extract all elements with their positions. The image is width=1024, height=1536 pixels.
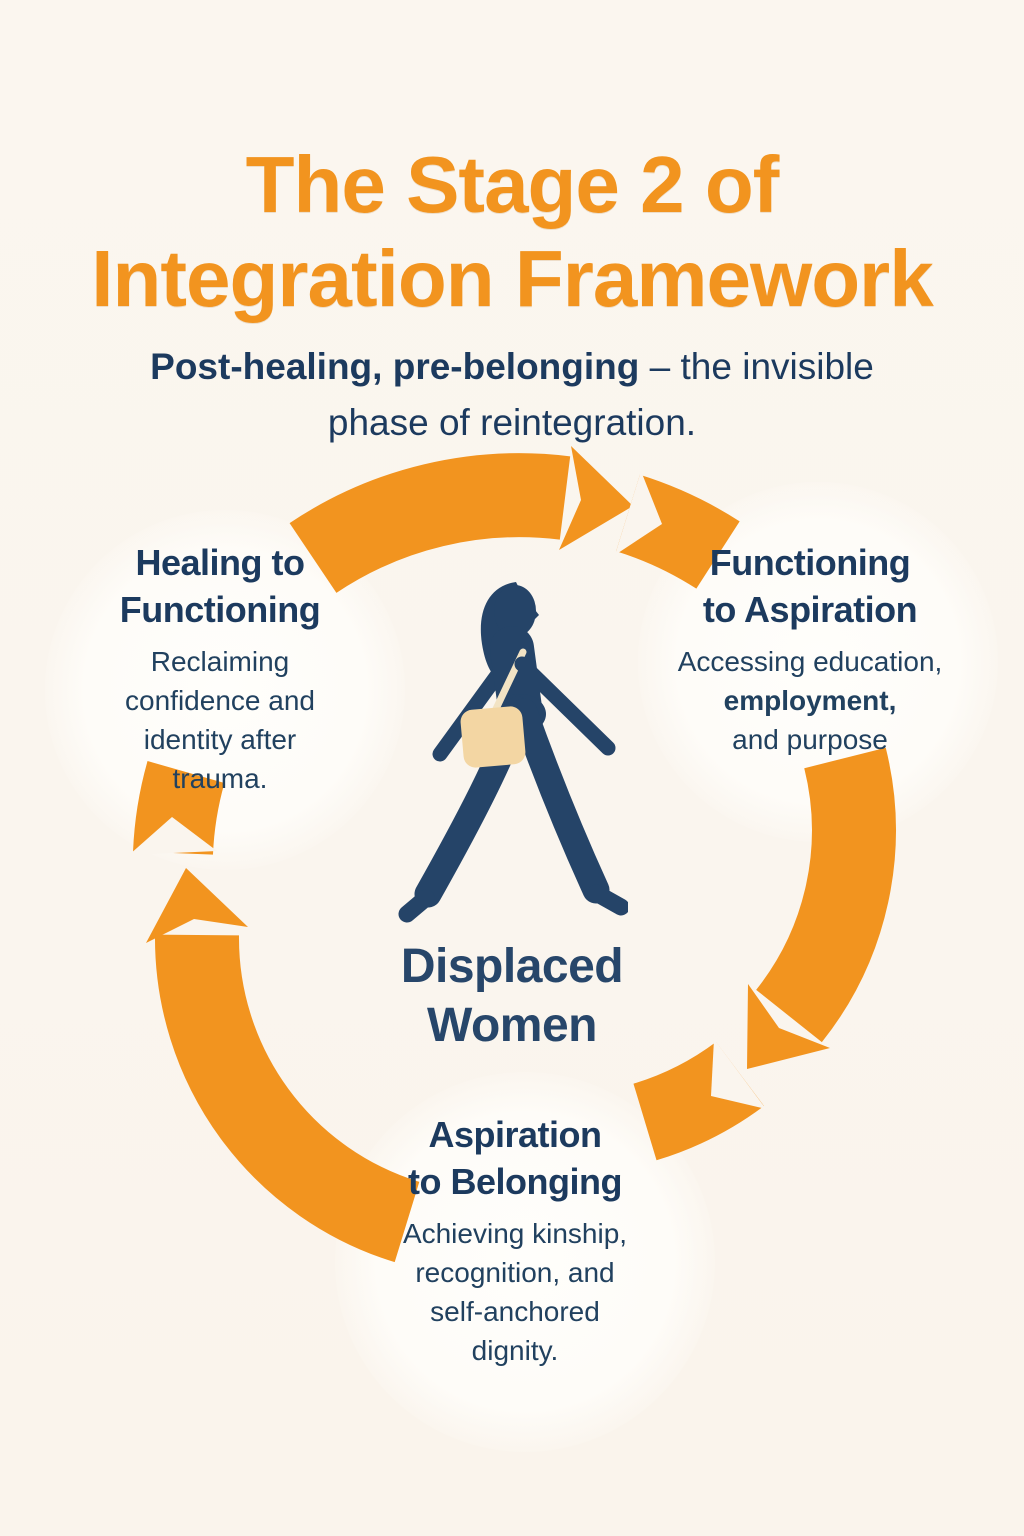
- cycle-arrow-top: [289, 453, 571, 594]
- center-label: Displaced Women: [312, 938, 712, 1055]
- subtitle: Post-healing, pre-belonging – the invisi…: [47, 339, 977, 450]
- subtitle-regular-part: – the invisible: [639, 346, 874, 387]
- page-title: The Stage 2 of Integration Framework: [0, 138, 1024, 327]
- page-title-line1: The Stage 2 of: [245, 139, 780, 229]
- cycle-arrow-top-chevron-notch: [615, 471, 662, 555]
- node-heading-functioning: Functioning to Aspiration: [650, 540, 970, 634]
- node-body-functioning-bold-line: employment,: [723, 684, 897, 716]
- node-heading-functioning-line1: Functioning: [709, 542, 911, 583]
- center-label-line2: Women: [427, 998, 597, 1052]
- node-heading-functioning-line2: to Aspiration: [702, 588, 918, 630]
- subtitle-bold-part: Post-healing, pre-belonging: [150, 346, 640, 387]
- page-title-line2: Integration Framework: [91, 233, 933, 323]
- node-heading-healing: Healing to Functioning: [55, 540, 385, 634]
- node-heading-healing-line1: Healing to: [135, 542, 305, 583]
- node-body-aspiration: Achieving kinship, recognition, and self…: [402, 1217, 628, 1367]
- cycle-arrow-left-chevron-notch: [129, 817, 217, 855]
- cycle-arrow-right: [755, 747, 896, 1043]
- cycle-arrow-right-head-icon: [747, 984, 830, 1069]
- cycle-arrow-right-chevron-notch: [711, 1039, 766, 1109]
- node-body-healing: Reclaiming confidence and identity after…: [125, 645, 315, 795]
- node-heading-aspiration-line2: to Belonging: [408, 1160, 622, 1202]
- cycle-arrow-top-head-icon: [559, 446, 633, 550]
- node-heading-aspiration: Aspiration to Belonging: [355, 1112, 675, 1206]
- node-functioning-to-aspiration: Functioning to Aspiration Accessing educ…: [650, 540, 970, 759]
- node-heading-healing-line2: Functioning: [119, 588, 321, 630]
- center-label-line1: Displaced: [400, 940, 624, 993]
- displaced-woman-figure-icon: [398, 582, 628, 923]
- subtitle-line2: phase of reintegration.: [327, 401, 697, 443]
- cycle-arrow-left: [154, 934, 420, 1263]
- shoulder-bag: [460, 706, 526, 768]
- node-heading-aspiration-line1: Aspiration: [428, 1114, 602, 1155]
- subtitle-line1: Post-healing, pre-belonging – the invisi…: [47, 339, 977, 395]
- node-body-functioning: Accessing education, employment, and pur…: [650, 642, 970, 760]
- cycle-arrow-left-head-icon: [146, 868, 248, 943]
- node-healing-to-functioning: Healing to Functioning Reclaiming confid…: [55, 540, 385, 798]
- node-aspiration-to-belonging: Aspiration to Belonging Achieving kinshi…: [355, 1112, 675, 1370]
